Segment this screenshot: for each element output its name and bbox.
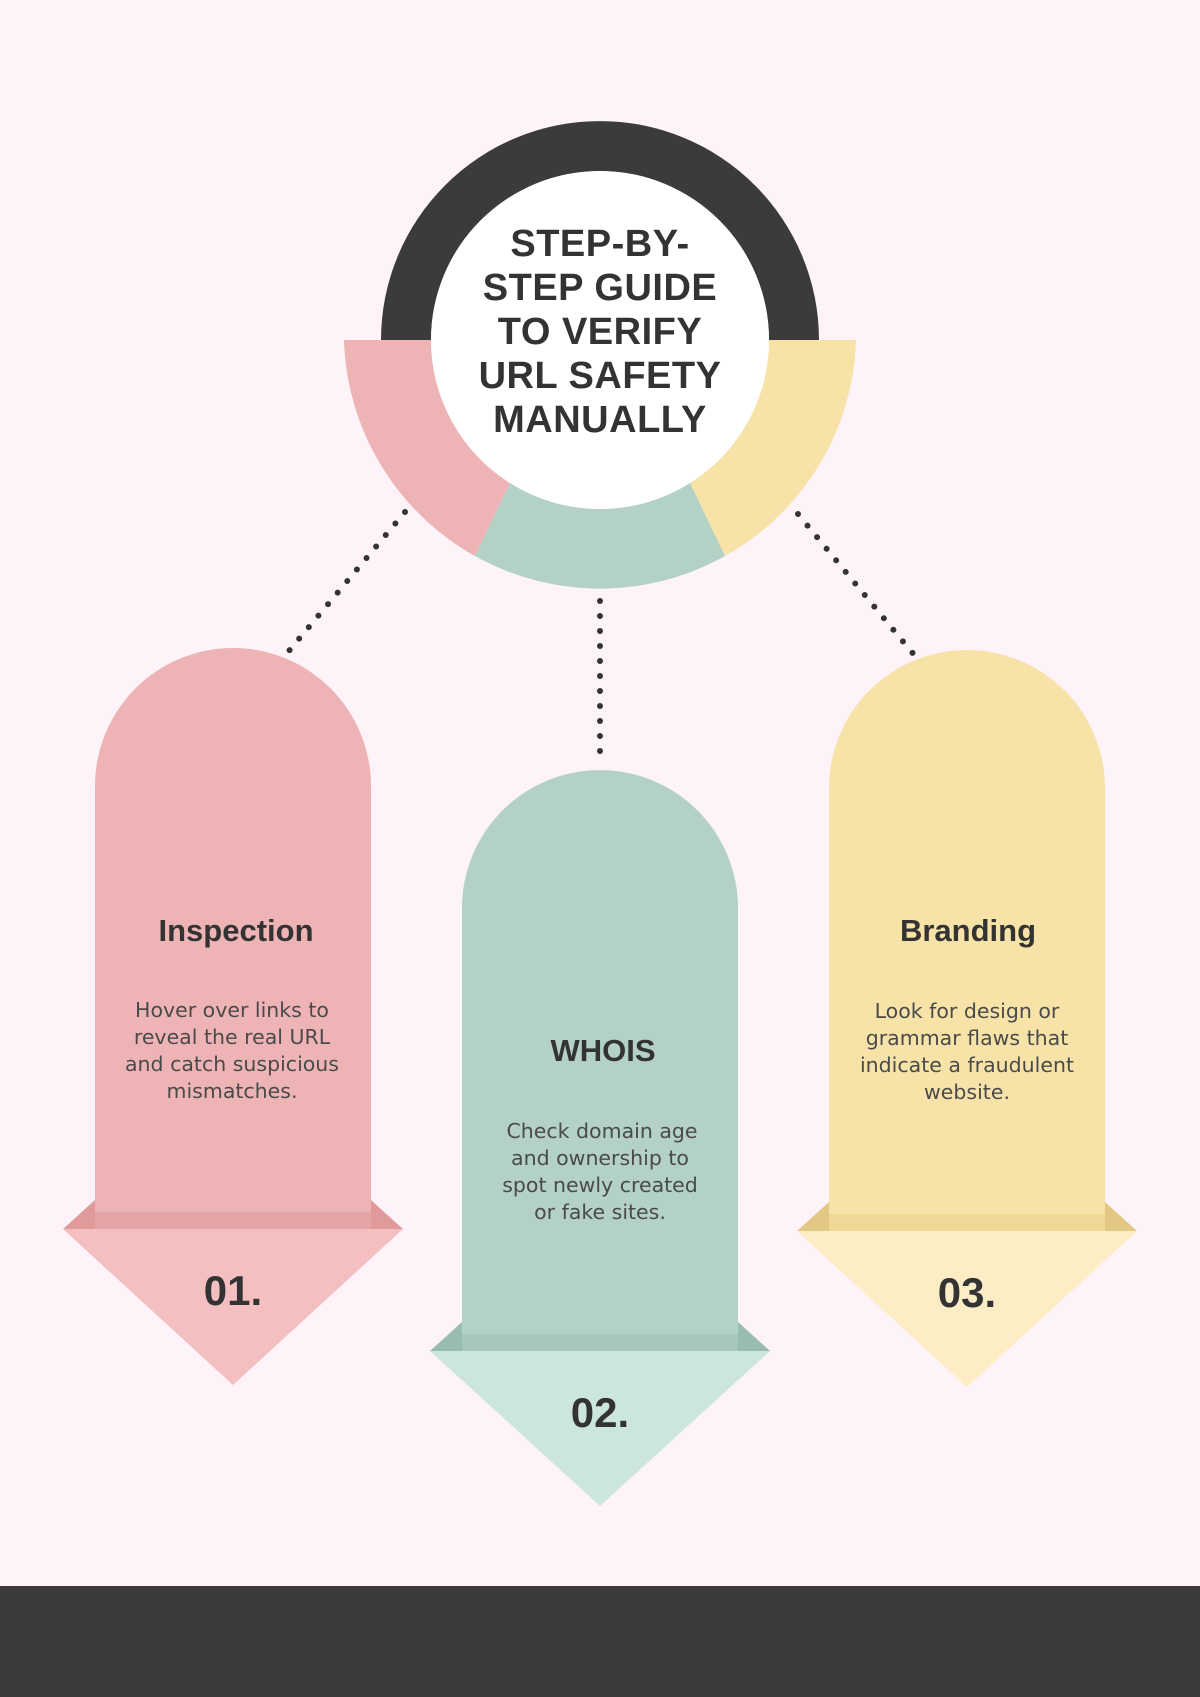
step-3-title: Branding <box>900 913 1036 948</box>
title-line-1: STEP-BY- <box>510 223 689 265</box>
step-2-desc-line-2: and ownership to <box>511 1146 689 1170</box>
title-line-2: STEP GUIDE <box>483 267 717 309</box>
step-1-desc-line-2: reveal the real URL <box>134 1025 331 1049</box>
step-3-arrow-shoulder-right <box>1105 1202 1137 1231</box>
step-3-desc-line-2: grammar flaws that <box>866 1026 1069 1050</box>
step-1-number: 01. <box>204 1267 262 1314</box>
connector-right <box>795 511 918 659</box>
step-1-desc-line-1: Hover over links to <box>135 998 329 1022</box>
ring-yellow-segment <box>690 340 856 556</box>
step-1-arrow-shoulder-left <box>63 1200 95 1229</box>
step-3-number: 03. <box>938 1269 996 1316</box>
step-3-capsule-shade <box>829 1214 1105 1231</box>
step-2-desc-line-4: or fake sites. <box>534 1200 666 1224</box>
step-2-desc-line-1: Check domain age <box>506 1119 697 1143</box>
step-1-capsule-shade <box>95 1212 371 1229</box>
title-line-5: MANUALLY <box>493 399 707 441</box>
step-card-inspection: Inspection Hover over links to reveal th… <box>63 648 403 1385</box>
title-line-4: URL SAFETY <box>479 355 722 397</box>
connectors <box>285 509 918 769</box>
step-3-desc-line-1: Look for design or <box>875 999 1060 1023</box>
ring-dark-arc <box>381 121 819 340</box>
step-card-branding: Branding Look for design or grammar flaw… <box>797 650 1137 1387</box>
step-2-arrow-shoulder-right <box>738 1322 770 1351</box>
step-2-capsule <box>462 770 738 1351</box>
step-3-desc-line-3: indicate a fraudulent <box>860 1053 1074 1077</box>
ring-green-segment <box>475 483 725 589</box>
ring-pink-segment <box>344 340 510 556</box>
step-2-arrow-head <box>430 1351 770 1506</box>
title-disc <box>431 171 769 509</box>
step-3-arrow-shoulder-left <box>797 1202 829 1231</box>
step-card-whois: WHOIS Check domain age and ownership to … <box>430 770 770 1506</box>
header-ring: STEP-BY- STEP GUIDE TO VERIFY URL SAFETY… <box>344 121 856 589</box>
step-1-desc-line-3: and catch suspicious <box>125 1052 339 1076</box>
step-3-arrow-head <box>797 1231 1137 1387</box>
step-2-number: 02. <box>571 1389 629 1436</box>
connector-left <box>285 509 408 655</box>
step-2-title: WHOIS <box>550 1033 655 1068</box>
step-2-desc-line-3: spot newly created <box>502 1173 698 1197</box>
step-3-capsule <box>829 650 1105 1231</box>
step-1-arrow-shoulder-right <box>371 1200 403 1229</box>
step-1-desc-line-4: mismatches. <box>167 1079 298 1103</box>
step-1-title: Inspection <box>158 913 313 948</box>
footer-bar <box>0 1586 1200 1697</box>
title-line-3: TO VERIFY <box>498 311 702 353</box>
step-2-capsule-shade <box>462 1334 738 1351</box>
step-3-desc-line-4: website. <box>924 1080 1010 1104</box>
step-1-capsule <box>95 648 371 1229</box>
step-2-arrow-shoulder-left <box>430 1322 462 1351</box>
step-1-arrow-head <box>63 1229 403 1385</box>
